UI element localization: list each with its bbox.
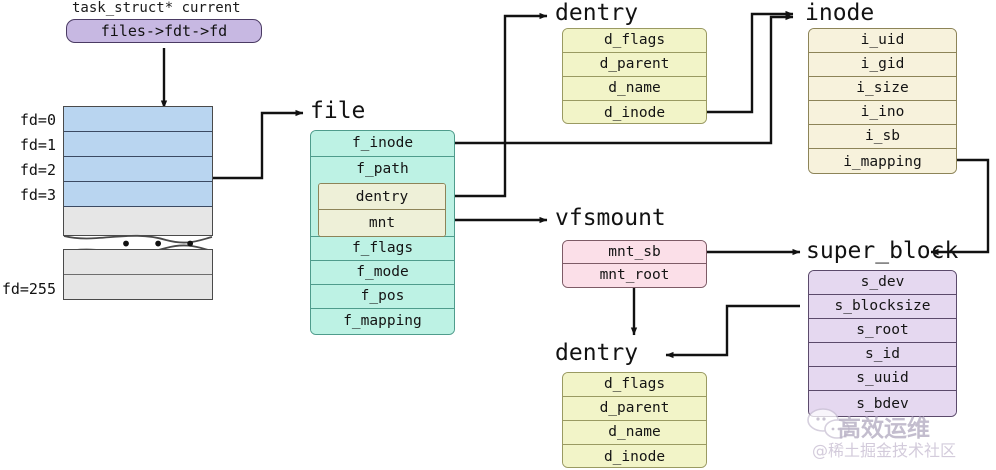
file-field-f-inode[interactable]: f_inode [311,131,454,157]
inode-field-i-mapping[interactable]: i_mapping [809,149,956,173]
file-struct-title: file [310,98,366,124]
vfsmount-struct: mnt_sb mnt_root [562,240,707,288]
file-field-path-mnt[interactable]: mnt [319,210,445,236]
super-block-field-s-id[interactable]: s_id [809,343,956,367]
fd-label-255: fd=255 [1,280,56,298]
super-block-field-s-root[interactable]: s_root [809,319,956,343]
watermark-sub: @稀土掘金技术社区 [812,441,957,460]
dentry-top-struct: d_flags d_parent d_name d_inode [562,28,707,124]
fd-array-lower [63,249,213,300]
dentry-bottom-field-d-flags[interactable]: d_flags [563,373,706,397]
super-block-field-s-uuid[interactable]: s_uuid [809,367,956,391]
super-block-field-s-bdev[interactable]: s_bdev [809,391,956,416]
dentry-top-field-d-name[interactable]: d_name [563,77,706,101]
fd-label-3: fd=3 [19,186,56,204]
vfsmount-title: vfsmount [555,205,666,231]
fd-slot-gap[interactable] [64,250,212,275]
file-field-path-dentry[interactable]: dentry [319,184,445,210]
fd-label-1: fd=1 [19,136,56,154]
dentry-top-field-d-inode[interactable]: d_inode [563,101,706,123]
vfsmount-field-mnt-sb[interactable]: mnt_sb [563,241,706,264]
super-block-title: super_block [806,238,959,264]
vfsmount-field-mnt-root[interactable]: mnt_root [563,264,706,287]
fd-label-2: fd=2 [19,161,56,179]
inode-field-i-size[interactable]: i_size [809,77,956,101]
inode-field-i-ino[interactable]: i_ino [809,101,956,125]
file-field-f-path[interactable]: f_path [311,157,454,181]
super-block-field-s-dev[interactable]: s_dev [809,271,956,295]
fd-slot-0[interactable] [64,107,212,132]
dentry-bottom-struct: d_flags d_parent d_name d_inode [562,372,707,468]
fd-slot-2[interactable] [64,157,212,182]
dentry-top-field-d-parent[interactable]: d_parent [563,53,706,77]
file-field-f-flags[interactable]: f_flags [311,237,454,261]
fd-slot-3[interactable] [64,182,212,207]
inode-field-i-gid[interactable]: i_gid [809,53,956,77]
fd-slot-unused[interactable] [64,207,212,235]
fd-array-upper [63,106,213,236]
fd-label-0: fd=0 [19,111,56,129]
inode-field-i-uid[interactable]: i_uid [809,29,956,53]
dentry-top-title: dentry [555,0,639,26]
inode-field-i-sb[interactable]: i_sb [809,125,956,149]
dentry-bottom-field-d-parent[interactable]: d_parent [563,397,706,421]
dentry-bottom-title: dentry [555,340,639,366]
super-block-field-s-blocksize[interactable]: s_blocksize [809,295,956,319]
file-f-path-nested: dentry mnt [318,183,446,237]
inode-struct: i_uid i_gid i_size i_ino i_sb i_mapping [808,28,957,174]
inode-title: inode [805,0,875,26]
fd-slot-255[interactable] [64,275,212,299]
fd-slot-1[interactable] [64,132,212,157]
dentry-top-field-d-flags[interactable]: d_flags [563,29,706,53]
files-fdt-fd-box: files->fdt->fd [66,19,262,43]
file-field-f-mode[interactable]: f_mode [311,261,454,285]
dentry-bottom-field-d-inode[interactable]: d_inode [563,445,706,467]
file-field-f-pos[interactable]: f_pos [311,285,454,309]
task-struct-caption: task_struct* current [72,0,241,16]
dentry-bottom-field-d-name[interactable]: d_name [563,421,706,445]
file-field-f-mapping[interactable]: f_mapping [311,309,454,334]
super-block-struct: s_dev s_blocksize s_root s_id s_uuid s_b… [808,270,957,417]
